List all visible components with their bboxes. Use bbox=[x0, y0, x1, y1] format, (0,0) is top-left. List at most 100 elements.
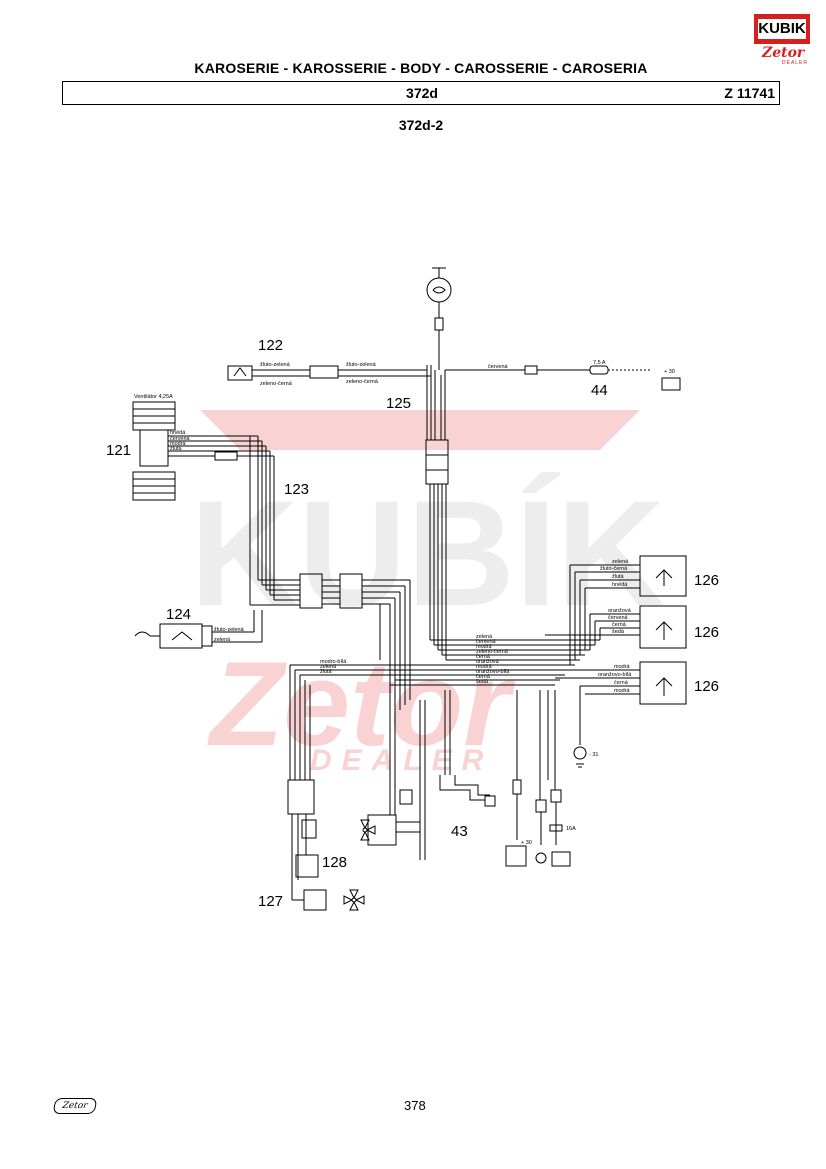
lamp-switch-icon bbox=[505, 845, 527, 867]
battery-lower-icon bbox=[551, 851, 571, 867]
wire-label: žlutá bbox=[612, 574, 625, 580]
callout-123: 123 bbox=[284, 481, 309, 498]
wire-label: 16A bbox=[566, 826, 576, 832]
watermark-kubik: KUBÍK bbox=[190, 469, 665, 637]
switch-122-icon bbox=[227, 365, 253, 381]
ignition-key-icon bbox=[535, 852, 547, 864]
wire-label: šedá bbox=[476, 679, 489, 685]
wire-label: zeleno-černá bbox=[476, 649, 509, 655]
wire-label: žlutá bbox=[320, 669, 333, 675]
relay-126-a-icon bbox=[639, 555, 687, 597]
fuse-44-icon bbox=[589, 365, 609, 375]
wire-label: oranžovo-bílá bbox=[476, 669, 510, 675]
wire-label: zelená bbox=[476, 634, 493, 640]
watermark-bar-icon bbox=[200, 410, 640, 450]
relay-128-top bbox=[301, 819, 317, 839]
callout-124: 124 bbox=[166, 606, 191, 623]
wire-label: žluto-černá bbox=[600, 566, 628, 572]
kubik-logo-text: KUBIK bbox=[758, 19, 806, 39]
wire-label: zeleno-černá bbox=[260, 381, 293, 387]
code-box: 372d Z 11741 bbox=[62, 81, 780, 105]
callout-126-a: 126 bbox=[694, 572, 719, 589]
wire-label: černá bbox=[614, 680, 629, 686]
connector-124 bbox=[201, 625, 213, 647]
wire-label: modrá bbox=[170, 441, 187, 447]
reference-code: Z 11741 bbox=[724, 85, 775, 101]
lamp-connector-icon bbox=[434, 317, 444, 331]
watermark: KUBÍK Zetor DEALER bbox=[190, 410, 665, 777]
wire-label: žluto-zelená bbox=[214, 627, 245, 633]
wire-label: zelená bbox=[320, 664, 337, 670]
connector-power bbox=[550, 789, 562, 803]
callout-122: 122 bbox=[258, 337, 283, 354]
footer-zetor-logo: Zetor bbox=[52, 1098, 98, 1114]
wire-label: oranžová bbox=[476, 659, 500, 665]
wire-label: modrá bbox=[476, 644, 493, 650]
wire-label: žluto-zelená bbox=[260, 362, 291, 368]
callout-44: 44 bbox=[591, 382, 608, 399]
connector-ignition bbox=[535, 799, 547, 813]
wire-label: zeleno-černá bbox=[346, 379, 379, 385]
watermark-dealer: DEALER bbox=[310, 744, 493, 777]
fan-motor-block-icon bbox=[367, 814, 397, 846]
wire-label: zelená bbox=[214, 637, 231, 643]
dealer-logo-text: DEALER bbox=[782, 60, 809, 66]
harness-connector-125 bbox=[425, 439, 449, 485]
wire-label: - 31 bbox=[589, 752, 598, 758]
lamp-bulb-icon bbox=[426, 277, 452, 303]
wire-label: + 30 bbox=[521, 840, 532, 846]
watermark-zetor: Zetor bbox=[207, 637, 516, 771]
wire-label: hnědá bbox=[612, 582, 628, 588]
wire-label: červená bbox=[608, 615, 629, 621]
relay-126-c-icon bbox=[639, 661, 687, 705]
wire-label: žlutá bbox=[170, 446, 183, 452]
callout-125: 125 bbox=[386, 395, 411, 412]
page-title: KAROSERIE - KAROSSERIE - BODY - CAROSSER… bbox=[194, 60, 648, 76]
wires bbox=[132, 267, 687, 911]
battery-icon bbox=[661, 377, 681, 391]
wire-label: žluto-zelená bbox=[346, 362, 377, 368]
wire-label: hnědá bbox=[170, 430, 186, 436]
wire-label: červená bbox=[476, 639, 497, 645]
wire-label: červená bbox=[488, 364, 509, 370]
callout-126-b: 126 bbox=[694, 624, 719, 641]
kubik-zetor-logo: KUBIK Zetor DEALER bbox=[754, 14, 810, 66]
diagram-code: 372d bbox=[406, 85, 438, 101]
wire-label: černá bbox=[476, 654, 491, 660]
fuse-16a-icon bbox=[549, 824, 563, 832]
wire-label: červená bbox=[170, 436, 191, 442]
ventilator-switch-121-icon bbox=[139, 429, 169, 467]
callouts: 122 121 123 124 125 44 126 126 126 43 12… bbox=[106, 337, 719, 910]
relay-126-b-icon bbox=[639, 605, 687, 649]
fan-icon bbox=[343, 889, 365, 911]
connector-128-icon bbox=[287, 779, 315, 815]
page-number: 378 bbox=[404, 1098, 426, 1113]
diagram-subtitle: 372d-2 bbox=[398, 117, 444, 133]
callout-128: 128 bbox=[322, 854, 347, 871]
callout-43: 43 bbox=[451, 823, 468, 840]
blower-icon bbox=[360, 819, 376, 841]
wire-label: zelená bbox=[612, 559, 629, 565]
callout-127: 127 bbox=[258, 893, 283, 910]
connector-43-icon bbox=[484, 795, 496, 807]
callout-121: 121 bbox=[106, 442, 131, 459]
zetor-logo-text: Zetor bbox=[762, 45, 805, 61]
wire-label: oranžovo-bílá bbox=[598, 672, 632, 678]
wire-label: černá bbox=[612, 622, 627, 628]
wire-label: modro-bílá bbox=[320, 659, 347, 665]
wire-label: modrá bbox=[614, 688, 631, 694]
wire-label: + 30 bbox=[664, 369, 675, 375]
connector-motor bbox=[399, 789, 413, 805]
relay-128-icon bbox=[295, 854, 319, 878]
wire-label: 7,5 A bbox=[593, 360, 606, 366]
wire-labels: žluto-zelená zeleno-černá žluto-zelená z… bbox=[134, 360, 675, 846]
central-connector-left bbox=[299, 573, 323, 609]
fuse-44-connector bbox=[524, 365, 538, 375]
wire-label: černá bbox=[476, 674, 491, 680]
central-connector-right bbox=[339, 573, 363, 609]
ground-31-icon bbox=[573, 746, 587, 760]
fan-switch-127-icon bbox=[303, 889, 327, 911]
wire-label: Ventilátor 4,25A bbox=[134, 394, 173, 400]
wire-label: modrá bbox=[614, 664, 631, 670]
